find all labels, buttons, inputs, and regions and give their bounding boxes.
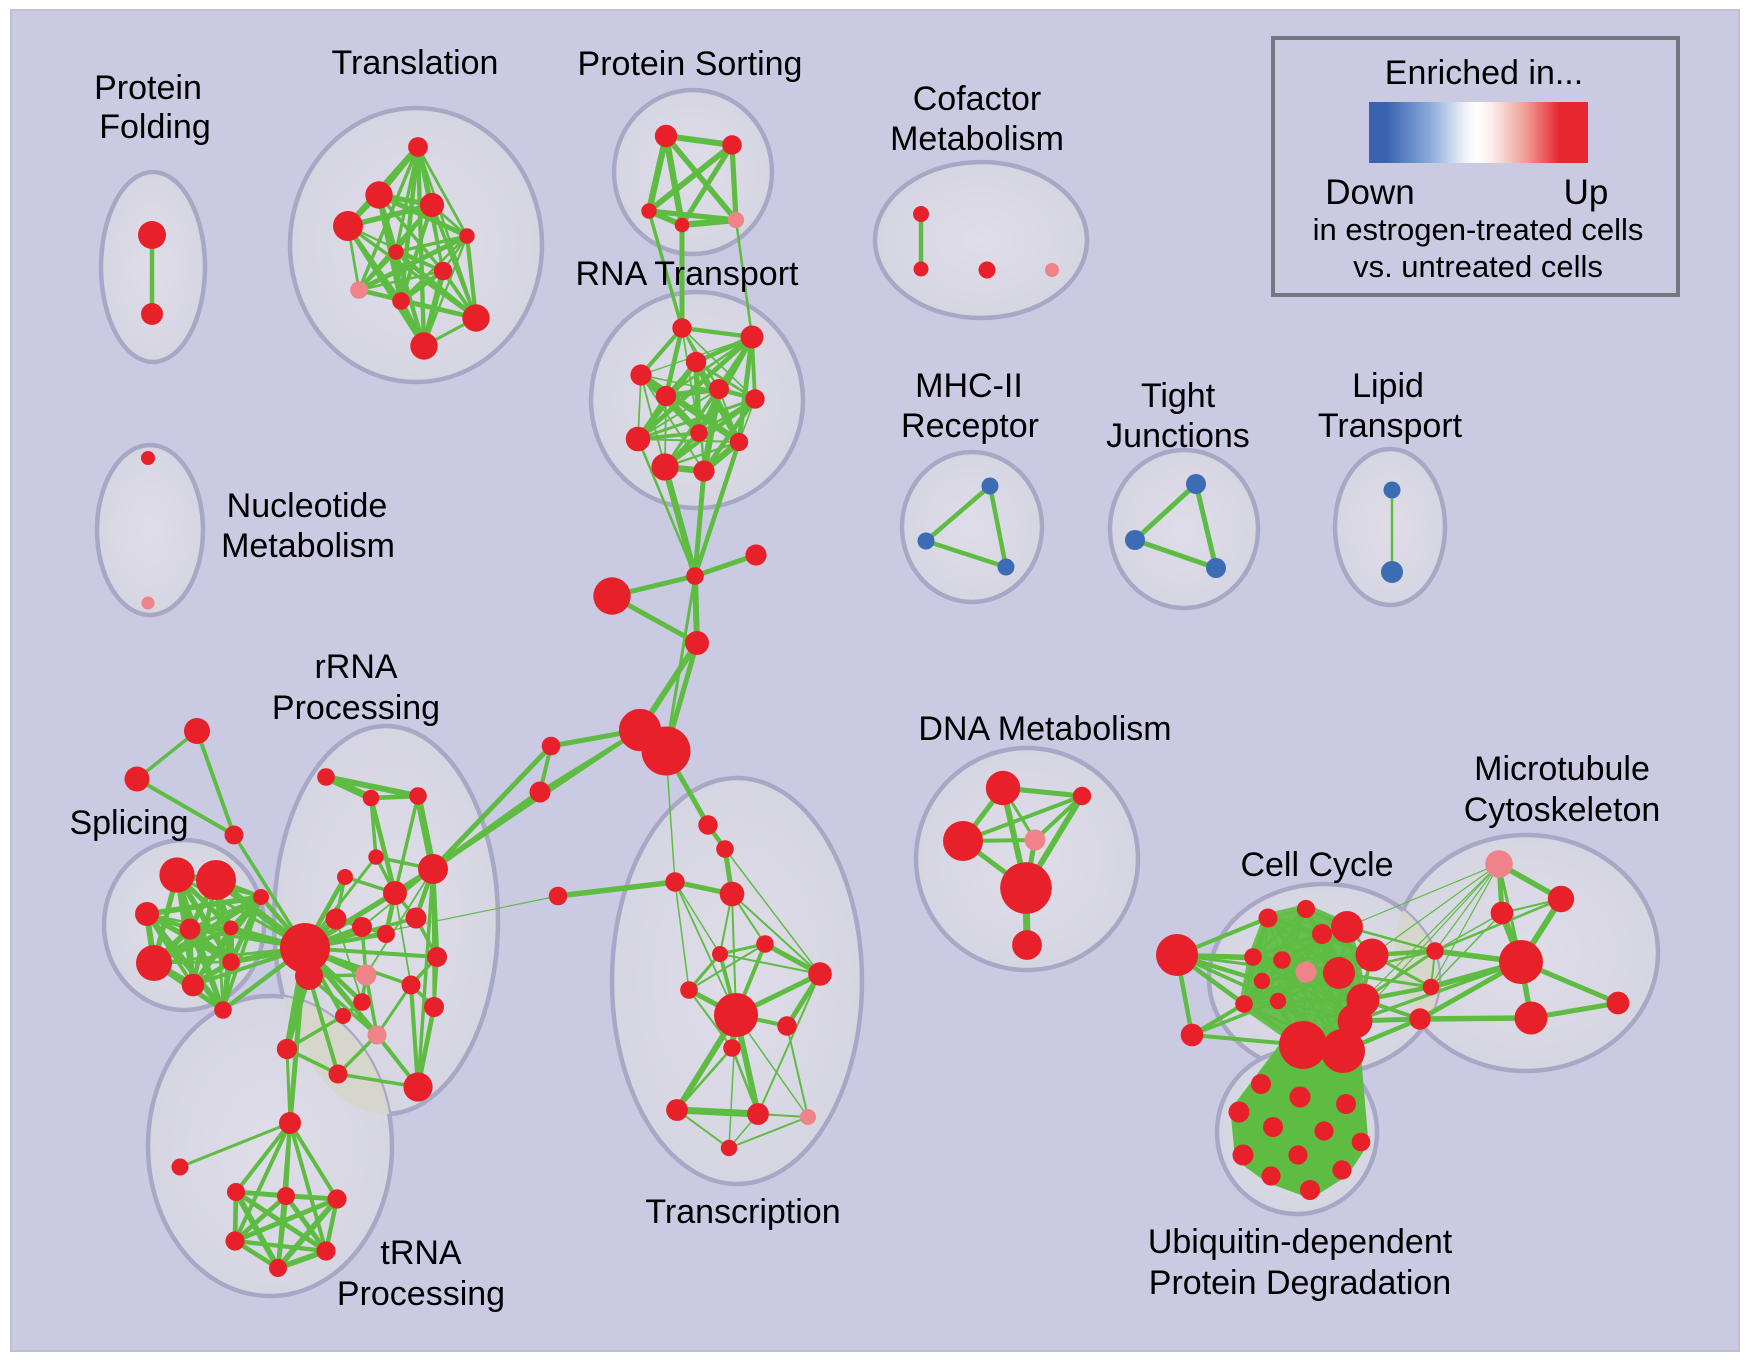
svg-text:Cofactor: Cofactor	[913, 80, 1042, 118]
svg-text:vs. untreated cells: vs. untreated cells	[1353, 249, 1603, 284]
svg-text:Junctions: Junctions	[1106, 417, 1250, 455]
svg-text:Protein Sorting: Protein Sorting	[578, 45, 803, 83]
svg-text:in estrogen-treated cells: in estrogen-treated cells	[1313, 212, 1644, 247]
svg-text:Ubiquitin-dependent: Ubiquitin-dependent	[1148, 1223, 1453, 1261]
svg-text:RNA Transport: RNA Transport	[576, 255, 800, 293]
svg-text:Up: Up	[1564, 173, 1609, 212]
svg-text:Cytoskeleton: Cytoskeleton	[1464, 791, 1661, 829]
svg-text:rRNA: rRNA	[314, 648, 397, 686]
svg-text:MHC-II: MHC-II	[915, 367, 1023, 405]
svg-text:Lipid: Lipid	[1352, 367, 1424, 405]
svg-text:Protein: Protein	[94, 69, 202, 107]
svg-text:Protein Degradation: Protein Degradation	[1149, 1264, 1451, 1302]
svg-text:Metabolism: Metabolism	[221, 527, 395, 565]
svg-text:Nucleotide: Nucleotide	[227, 487, 388, 525]
svg-text:Processing: Processing	[337, 1275, 505, 1313]
svg-text:Metabolism: Metabolism	[890, 120, 1064, 158]
svg-text:Translation: Translation	[332, 44, 499, 82]
svg-text:Microtubule: Microtubule	[1474, 750, 1650, 788]
svg-text:Receptor: Receptor	[901, 407, 1039, 445]
svg-text:Down: Down	[1325, 173, 1414, 212]
svg-text:Enriched in...: Enriched in...	[1385, 54, 1583, 92]
svg-text:Cell Cycle: Cell Cycle	[1240, 846, 1393, 884]
svg-text:Transport: Transport	[1318, 407, 1463, 445]
svg-text:Splicing: Splicing	[69, 804, 188, 842]
svg-text:Transcription: Transcription	[645, 1193, 840, 1231]
svg-text:Tight: Tight	[1141, 377, 1216, 415]
svg-text:DNA Metabolism: DNA Metabolism	[918, 710, 1171, 748]
svg-text:tRNA: tRNA	[380, 1234, 462, 1272]
svg-text:Folding: Folding	[99, 108, 211, 146]
svg-text:Processing: Processing	[272, 689, 440, 727]
